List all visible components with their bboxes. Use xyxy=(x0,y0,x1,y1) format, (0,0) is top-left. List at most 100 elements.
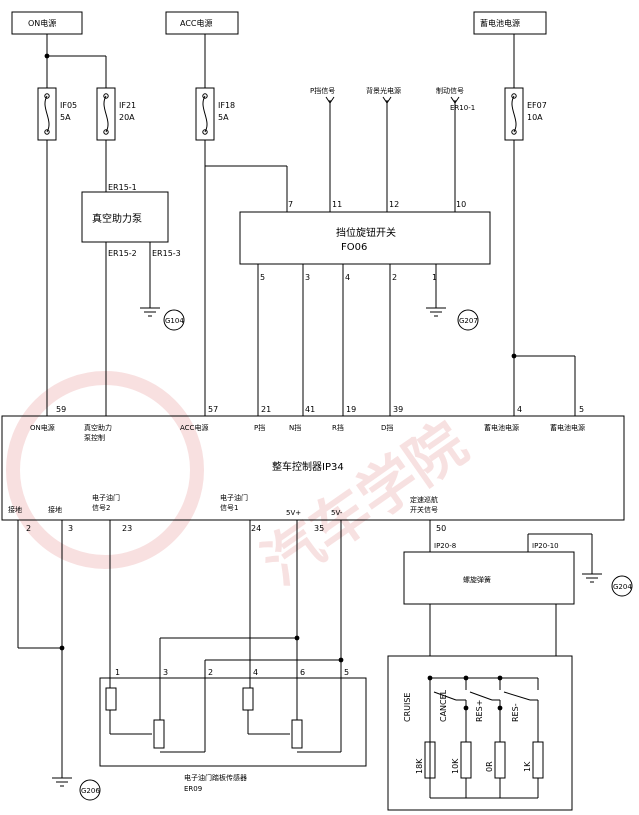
cruise-switch-label: CRUISE xyxy=(403,693,412,723)
fuse-if21 xyxy=(96,87,116,141)
vcu-bottom-pin: 24 xyxy=(251,524,261,533)
pump-pin-out: ER15-2 xyxy=(108,249,137,258)
vcu-top-label: 蓄电池电源 xyxy=(550,423,585,432)
vcu-bottom-pin: 3 xyxy=(68,524,73,533)
watermark-text: 汽车学院 xyxy=(250,409,479,598)
ground-g204 xyxy=(611,575,633,597)
selector-bottom-pin: 4 xyxy=(345,273,350,282)
selector-bottom-pin: 2 xyxy=(392,273,397,282)
p-signal-label: P挡信号 xyxy=(310,86,335,95)
pedal-pin: 6 xyxy=(300,668,305,677)
pump-pin-in: ER15-1 xyxy=(108,183,137,192)
fuse-if18 xyxy=(195,87,215,141)
vcu-bottom-label: 电子油门 xyxy=(92,493,120,502)
fuse-name: IF21 xyxy=(119,101,136,110)
fuse-rating: 5A xyxy=(60,113,71,122)
vcu-bottom-label: 信号1 xyxy=(220,503,238,512)
vcu-box xyxy=(1,415,625,521)
cruise-resistor-label: 18K xyxy=(415,758,424,774)
selector-top-pin: 11 xyxy=(332,200,342,209)
selector-code: FO06 xyxy=(341,242,367,253)
pump-label: 真空助力泵 xyxy=(92,212,142,225)
selector-top-pin: 10 xyxy=(456,200,466,209)
ground-g207 xyxy=(457,309,479,331)
selector-bottom-pin: 1 xyxy=(432,273,437,282)
pedal-pin: 4 xyxy=(253,668,258,677)
g207-label: G207 xyxy=(459,317,478,325)
vcu-bottom-label: 信号2 xyxy=(92,503,110,512)
clock-spring-pin: IP20-8 xyxy=(434,542,456,550)
vcu-bottom-label: 5V+ xyxy=(286,509,301,517)
g104-label: G104 xyxy=(165,317,184,325)
cruise-resistor-label: 10K xyxy=(451,758,460,774)
acc-power-box xyxy=(165,11,239,35)
ground-g104 xyxy=(163,309,185,331)
fuse-rating: 10A xyxy=(527,113,543,122)
vacuum-pump-box xyxy=(81,191,169,243)
cruise-switch-label: RES- xyxy=(511,703,520,722)
on-power-label: ON电源 xyxy=(28,18,56,28)
junction-dots xyxy=(44,53,517,711)
vcu-bottom-pin: 35 xyxy=(314,524,324,533)
vcu-top-label: N挡 xyxy=(289,423,301,432)
vcu-top-label: R挡 xyxy=(332,423,344,432)
backlight-label: 背景光电源 xyxy=(366,86,401,95)
pedal-pin: 2 xyxy=(208,668,213,677)
vcu-top-pin: 59 xyxy=(56,405,66,414)
watermark: 汽车学院 xyxy=(6,371,479,598)
selector-top-pin: 7 xyxy=(288,200,293,209)
g204-label: G204 xyxy=(613,583,632,591)
fuse-rating: 5A xyxy=(218,113,229,122)
vcu-bottom-pin: 23 xyxy=(122,524,132,533)
vcu-top-pin: 57 xyxy=(208,405,218,414)
acc-power-label: ACC电源 xyxy=(180,18,213,28)
vcu-top-pin: 39 xyxy=(393,405,403,414)
gear-selector-box xyxy=(239,211,491,265)
fuse-name: IF05 xyxy=(60,101,77,110)
fuse-name: IF18 xyxy=(218,101,235,110)
battery-power-label: 蓄电池电源 xyxy=(480,18,520,28)
clock-spring-box xyxy=(403,551,575,605)
vcu-top-label: 泵控制 xyxy=(84,433,105,442)
cruise-resistor-label: 1K xyxy=(523,761,532,772)
fuse-rating: 20A xyxy=(119,113,135,122)
cruise-resistor-label: 0R xyxy=(485,761,494,772)
vcu-label: 整车控制器IP34 xyxy=(272,460,344,473)
vcu-bottom-pin: 50 xyxy=(436,524,446,533)
er10-1-label: ER10-1 xyxy=(450,104,475,112)
clock-spring-pin: IP20-10 xyxy=(532,542,559,550)
pedal-pin: 1 xyxy=(115,668,120,677)
ground-g206 xyxy=(79,779,101,801)
cruise-switch-label: RES+ xyxy=(475,700,484,722)
vcu-top-pin: 19 xyxy=(346,405,356,414)
vcu-top-pin: 4 xyxy=(517,405,522,414)
battery-power-box xyxy=(473,11,547,35)
vcu-bottom-label: 接地 xyxy=(8,505,22,514)
pedal-sensor-box xyxy=(99,677,367,767)
vcu-top-pin: 5 xyxy=(579,405,584,414)
vcu-bottom-label: 定速巡航 xyxy=(410,495,438,504)
vcu-top-pin: 21 xyxy=(261,405,271,414)
pedal-label: 电子油门踏板传感器 xyxy=(184,773,247,782)
vcu-top-label: 真空助力 xyxy=(84,423,112,432)
vcu-bottom-label: 5V- xyxy=(331,509,343,517)
fuse-name: EF07 xyxy=(527,101,547,110)
vcu-bottom-label: 接地 xyxy=(48,505,62,514)
vcu-top-label: ON电源 xyxy=(30,423,55,432)
pedal-pin: 3 xyxy=(163,668,168,677)
pump-pin-gnd: ER15-3 xyxy=(152,249,181,258)
cruise-switch-box xyxy=(387,655,573,811)
selector-top-pin: 12 xyxy=(389,200,399,209)
vcu-top-pin: 41 xyxy=(305,405,315,414)
vcu-top-label: D挡 xyxy=(381,423,393,432)
vcu-top-label: ACC电源 xyxy=(180,423,208,432)
selector-bottom-pin: 5 xyxy=(260,273,265,282)
selector-label: 挡位旋钮开关 xyxy=(336,226,396,239)
fuse-ef07 xyxy=(504,87,524,141)
vcu-top-label: 蓄电池电源 xyxy=(484,423,519,432)
vcu-top-label: P挡 xyxy=(254,423,265,432)
fuse-if05 xyxy=(37,87,57,141)
pedal-pin: 5 xyxy=(344,668,349,677)
g206-label: G206 xyxy=(81,787,100,795)
